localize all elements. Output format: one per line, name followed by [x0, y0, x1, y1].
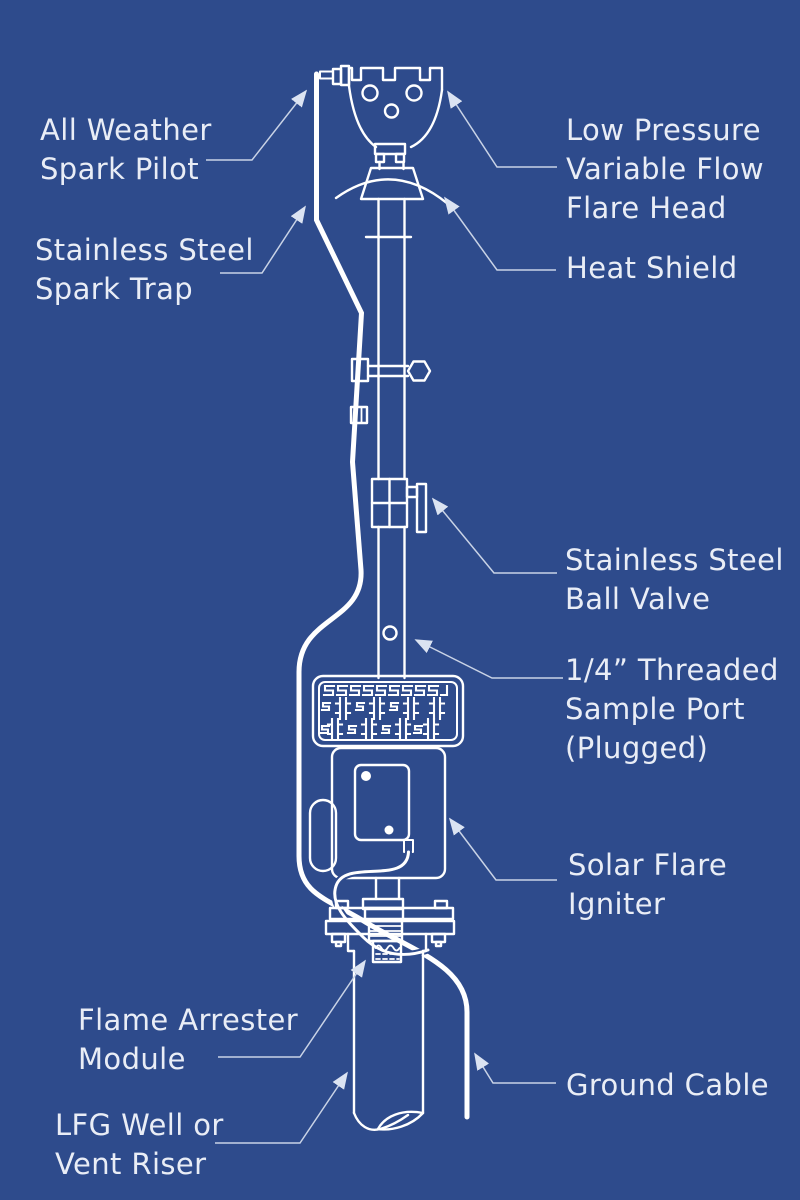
leader-spark-trap [220, 205, 306, 274]
label-line: Module [78, 1042, 186, 1076]
shield-cone [359, 166, 425, 201]
leader-riser [215, 1071, 348, 1144]
label-line: Heat Shield [566, 251, 738, 285]
clamp-arm [366, 364, 410, 378]
valve-handle [415, 482, 428, 534]
igniter-enclosure [330, 746, 447, 880]
leader-sample-port [414, 639, 563, 679]
pilot-nipple [319, 70, 334, 80]
label-line: Igniter [568, 887, 666, 921]
igniter-panel [353, 763, 411, 842]
leader-ball-valve [431, 497, 557, 574]
head-neck [373, 142, 407, 156]
head-body-left [347, 84, 378, 149]
flame-arrester-module-drawing [371, 939, 403, 964]
heat-shield-drawing [334, 166, 450, 206]
spark-trap-conduit [294, 69, 472, 1122]
head-hole [361, 84, 379, 102]
label-flame-arrester: Flame Arrester Module [78, 1001, 298, 1079]
shield-arc [334, 178, 450, 206]
leader-heat-shield [443, 196, 556, 271]
label-line: 1/4” Threaded [565, 653, 779, 687]
label-line: Flare Head [566, 191, 727, 225]
label-line: (Plugged) [565, 731, 709, 765]
bolt-tip [434, 940, 443, 948]
label-line: Sample Port [565, 692, 745, 726]
conduit-bracket [349, 357, 432, 425]
panel-screw [361, 771, 371, 781]
label-solar-igniter: Solar Flare Igniter [568, 846, 727, 924]
flare-pipe [364, 197, 413, 680]
label-spark-trap: Stainless Steel Spark Trap [35, 231, 254, 309]
leader-igniter [448, 817, 557, 881]
matrix-inner [318, 681, 458, 741]
label-heat-shield: Heat Shield [566, 249, 738, 288]
neck-foot [374, 152, 386, 164]
leader-flame-arrester [218, 959, 366, 1058]
burner-matrix-box [311, 674, 465, 748]
label-line: Flame Arrester [78, 1003, 299, 1037]
solar-igniter-drawing [308, 746, 447, 958]
flare-head-drawing [319, 64, 444, 171]
ball-valve-drawing [370, 477, 428, 534]
head-hole [383, 103, 400, 119]
clamp-block [350, 357, 370, 383]
label-spark-pilot: All Weather Spark Pilot [40, 111, 212, 189]
panel-screw [384, 825, 394, 835]
label-line: Spark Pilot [40, 152, 200, 186]
label-sample-port: 1/4” Threaded Sample Port (Plugged) [565, 651, 779, 768]
leader-lines [206, 89, 563, 1144]
label-flare-head: Low Pressure Variable Flow Flare Head [566, 111, 764, 228]
label-line: Solar Flare [568, 848, 728, 882]
neck-foot [394, 152, 406, 164]
head-body-right [409, 88, 444, 149]
valve-stem [405, 485, 419, 499]
label-line: Ground Cable [566, 1068, 770, 1102]
pedestal [374, 876, 401, 901]
label-line: Stainless Steel [565, 543, 784, 577]
label-line: Stainless Steel [35, 233, 254, 267]
label-line: Spark Trap [35, 272, 194, 306]
label-line: All Weather [40, 113, 212, 147]
leader-ground-cable [474, 1052, 556, 1084]
bolt-tip [334, 940, 343, 948]
conduit-union [349, 405, 369, 425]
leader-flare-head [447, 90, 557, 168]
arrester-wave [374, 944, 401, 952]
matrix-outer [311, 674, 465, 748]
flange-assembly [324, 876, 456, 964]
matrix-pattern [319, 684, 449, 742]
ground-cable-run [296, 71, 470, 1120]
label-ground-cable: Ground Cable [566, 1066, 769, 1105]
label-line: Ball Valve [565, 582, 711, 616]
riser-pipe [352, 949, 425, 1131]
conduit-drip-loop [308, 798, 338, 873]
label-line: Variable Flow [566, 152, 765, 186]
head-hole [405, 84, 423, 102]
clamp-nut [406, 360, 432, 382]
sample-port-plug [382, 625, 398, 641]
crown-outline [347, 66, 444, 92]
arrester-dashes [375, 953, 400, 960]
leader-spark-pilot [206, 89, 308, 161]
label-line: LFG Well or [55, 1108, 224, 1142]
label-line: Low Pressure [566, 113, 761, 147]
label-lfg-riser: LFG Well or Vent Riser [55, 1106, 224, 1184]
label-ball-valve: Stainless Steel Ball Valve [565, 541, 784, 619]
pipe-break-upper [376, 1110, 425, 1131]
label-line: Vent Riser [55, 1147, 207, 1181]
